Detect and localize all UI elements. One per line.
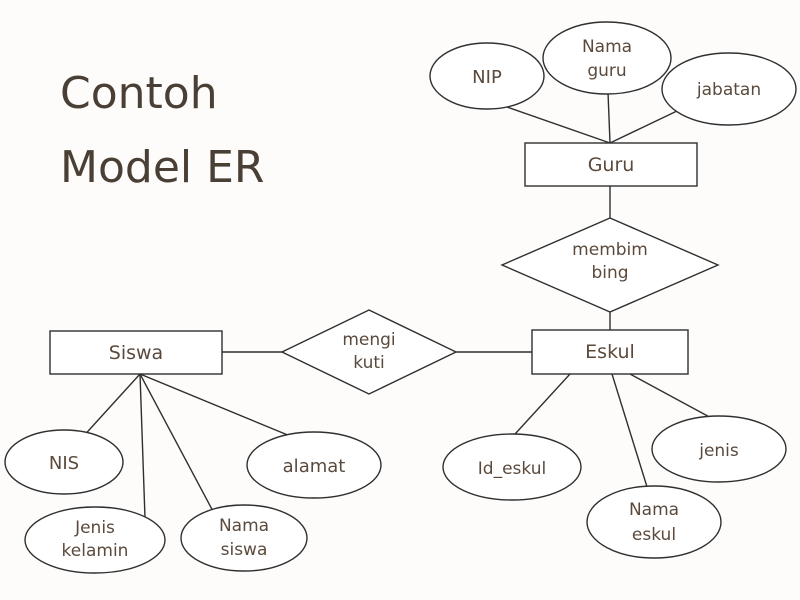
- entity-siswa: Siswa: [49, 330, 223, 375]
- attribute-id-eskul: Id_eskul: [442, 433, 582, 501]
- relationship-membimbing-line2: bing: [591, 263, 628, 283]
- attribute-jabatan: jabatan: [661, 52, 797, 126]
- attribute-nama-guru-line2: guru: [587, 61, 626, 81]
- attribute-nis: NIS: [4, 429, 124, 495]
- attribute-nama-siswa-line1: Nama: [219, 516, 269, 536]
- attribute-nama-eskul-line2: eskul: [632, 525, 676, 545]
- attribute-nama-guru-line1: Nama: [582, 37, 632, 57]
- attribute-nip-label: NIP: [472, 67, 502, 88]
- attribute-jenis-label: jenis: [698, 441, 739, 461]
- entity-guru: Guru: [524, 142, 698, 187]
- attribute-nama-siswa: Nama siswa: [180, 504, 308, 572]
- attribute-nip: NIP: [429, 42, 545, 110]
- attribute-nis-label: NIS: [49, 453, 79, 474]
- entity-guru-label: Guru: [588, 154, 635, 176]
- relationship-mengikuti: mengi kuti: [280, 309, 458, 395]
- attribute-nama-eskul: Nama eskul: [586, 485, 722, 559]
- connector-lines: [79, 91, 716, 519]
- relationship-membimbing-line1: membim: [572, 240, 648, 260]
- relationship-mengikuti-line2: kuti: [353, 353, 385, 373]
- attribute-jenis-kelamin: Jenis kelamin: [24, 506, 166, 574]
- attribute-jenis-kelamin-line2: kelamin: [62, 541, 129, 561]
- diagram-title-line1: Contoh: [60, 68, 218, 119]
- attribute-alamat-label: alamat: [283, 456, 346, 477]
- attribute-id-eskul-label: Id_eskul: [478, 459, 546, 479]
- attribute-nama-guru: Nama guru: [542, 21, 672, 95]
- relationship-mengikuti-line1: mengi: [342, 330, 395, 350]
- entity-siswa-label: Siswa: [109, 342, 163, 364]
- attribute-nama-siswa-line2: siswa: [221, 540, 268, 560]
- attribute-nama-eskul-line1: Nama: [629, 500, 679, 520]
- entity-eskul: Eskul: [531, 329, 689, 375]
- entity-eskul-label: Eskul: [585, 341, 635, 363]
- attribute-alamat: alamat: [246, 431, 382, 499]
- attribute-jenis: jenis: [651, 415, 787, 483]
- attribute-jenis-kelamin-line1: Jenis: [74, 518, 115, 538]
- diagram-title-line2: Model ER: [60, 142, 264, 193]
- attribute-jabatan-label: jabatan: [696, 80, 761, 100]
- relationship-membimbing: membim bing: [500, 217, 720, 313]
